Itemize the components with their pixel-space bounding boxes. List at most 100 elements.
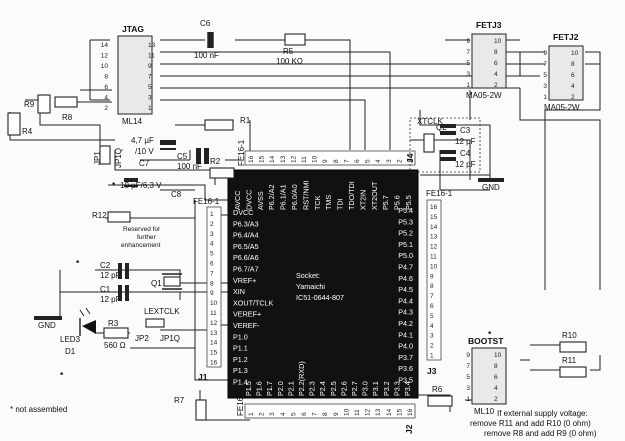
- j2-pin: 1: [248, 412, 255, 416]
- mcu-top-pin: DVCC: [244, 190, 253, 210]
- jtag-part-label: ML14: [122, 117, 143, 126]
- jtag-pin: 10: [101, 63, 109, 70]
- mcu-right-pin: P4.7: [398, 263, 413, 272]
- mcu-top-pin: AVCC: [233, 191, 242, 210]
- socket-line-1: Socket:: [296, 271, 320, 280]
- lextclk-label: LEXTCLK: [144, 307, 180, 316]
- j3-pin: 9: [430, 273, 434, 280]
- legend-star: *: [60, 370, 64, 380]
- resistor-r4: R4: [7, 112, 33, 136]
- j4-pin: 10: [312, 155, 319, 163]
- jtag-pin: 2: [104, 105, 108, 112]
- r9-ref: R9: [24, 100, 35, 109]
- j2-pin: 10: [343, 408, 350, 416]
- j4-label: J4: [405, 153, 415, 163]
- r8-ref: R8: [62, 113, 73, 122]
- crystal-q1: Q1: [151, 273, 182, 290]
- j3-pin: 11: [430, 254, 437, 261]
- mcu-top-pin: TDI: [336, 198, 345, 210]
- j2-pin: 5: [290, 412, 297, 416]
- j3-pin: 3: [430, 333, 434, 340]
- mcu-top-pin: XT2OUT: [370, 181, 379, 210]
- r4-ref: R4: [22, 127, 33, 136]
- jtag-pin: 7: [148, 74, 152, 81]
- c5-value: 100 nF: [177, 162, 202, 171]
- fetj3-pin: 3: [466, 71, 470, 78]
- j4-pin: 5: [365, 159, 372, 163]
- j2-pin: 14: [386, 408, 393, 416]
- j4-pin: 2: [396, 159, 403, 163]
- j1-pin: 10: [210, 300, 218, 307]
- j1-label: J1: [198, 372, 208, 382]
- c6-ref: C6: [200, 19, 211, 28]
- fetj2-pin: 7: [543, 61, 547, 68]
- mcu-bottom-pin: P2.1: [286, 381, 295, 396]
- j4-pin: 16: [248, 155, 255, 163]
- mcu-right-pin: P3.7: [398, 353, 413, 362]
- j1-pin: 4: [210, 241, 214, 248]
- jtag-pin: 6: [104, 84, 108, 91]
- bootst-pin: 4: [494, 385, 498, 392]
- fetj2-label: FETJ2: [553, 32, 579, 42]
- j4-pin: 8: [333, 159, 340, 163]
- j1-pin: 9: [210, 290, 214, 297]
- j2-pin: 9: [333, 412, 340, 416]
- j4-pin: 11: [301, 156, 308, 163]
- c5-ref: C5: [177, 152, 188, 161]
- mcu-left-pin: VEREF-: [233, 321, 260, 330]
- mcu-right-pin: P4.4: [398, 296, 413, 305]
- header-j2: FE16-1 J2: [236, 389, 416, 434]
- c2-star: *: [76, 258, 80, 268]
- bootst-pin: 8: [494, 363, 498, 370]
- j3-pin: 2: [430, 343, 434, 350]
- capacitor-c5: C5 100 nF: [177, 148, 209, 171]
- r12-ref: R12: [92, 211, 107, 220]
- mcu-bottom-pin: P3.2: [382, 381, 391, 396]
- mcu-left-pin-labels: DVCCP6.3/A3P6.4/A4P6.5/A5P6.6/A6P6.7/A7V…: [233, 208, 274, 387]
- resistor-r10: R10: [559, 331, 587, 353]
- jtag-pin: 4: [104, 95, 108, 102]
- mcu-top-pin: P5.5: [404, 195, 413, 210]
- mcu-right-pin: P5.0: [398, 251, 413, 260]
- jtag-pin: 14: [101, 42, 109, 49]
- not-assembled-note: * not assembled: [10, 405, 67, 414]
- j4-pin: 6: [354, 159, 361, 163]
- jtag-pin: 9: [148, 63, 152, 70]
- r7-ref: R7: [174, 396, 185, 405]
- j1-header-label: FE16-1: [193, 197, 220, 206]
- c1-ref: C1: [100, 285, 111, 294]
- j4-pin: 3: [386, 159, 393, 163]
- jp2-type: JP1Q: [160, 334, 180, 343]
- fetj2-pin: 1: [543, 94, 547, 101]
- r5-ref: R5: [283, 47, 294, 56]
- mcu-bottom-pin: P2.4: [318, 381, 327, 396]
- r2-ref: R2: [210, 157, 221, 166]
- j2-pin: 8: [322, 412, 329, 416]
- c2-ref: C2: [100, 261, 111, 270]
- jtag-pin: 1: [148, 105, 152, 112]
- header-j4: FE16-1 J4: [237, 139, 416, 166]
- j3-pin: 14: [430, 224, 438, 231]
- j3-pin: 12: [430, 244, 438, 251]
- jumper-jp1: JP1 JP1Q: [93, 145, 123, 168]
- fetj2-pin: 3: [543, 83, 547, 90]
- bootst-pin: 5: [466, 374, 470, 381]
- mcu-right-pin: P4.2: [398, 319, 413, 328]
- mcu-top-pin: P6.2/A2: [267, 184, 276, 210]
- c7-value-2: /10 V: [135, 147, 154, 156]
- mcu-left-pin: P6.6/A6: [233, 253, 259, 262]
- j2-pin: 6: [301, 412, 308, 416]
- fetj3-pin: 7: [466, 49, 470, 56]
- fetj3-pin: 4: [494, 71, 498, 78]
- mcu-left-pin: P1.1: [233, 344, 248, 353]
- j2-pin: 11: [354, 409, 361, 416]
- lextclk-ref: LEXTCLK: [144, 307, 180, 316]
- capacitor-c6: C6 100 nF: [194, 19, 219, 60]
